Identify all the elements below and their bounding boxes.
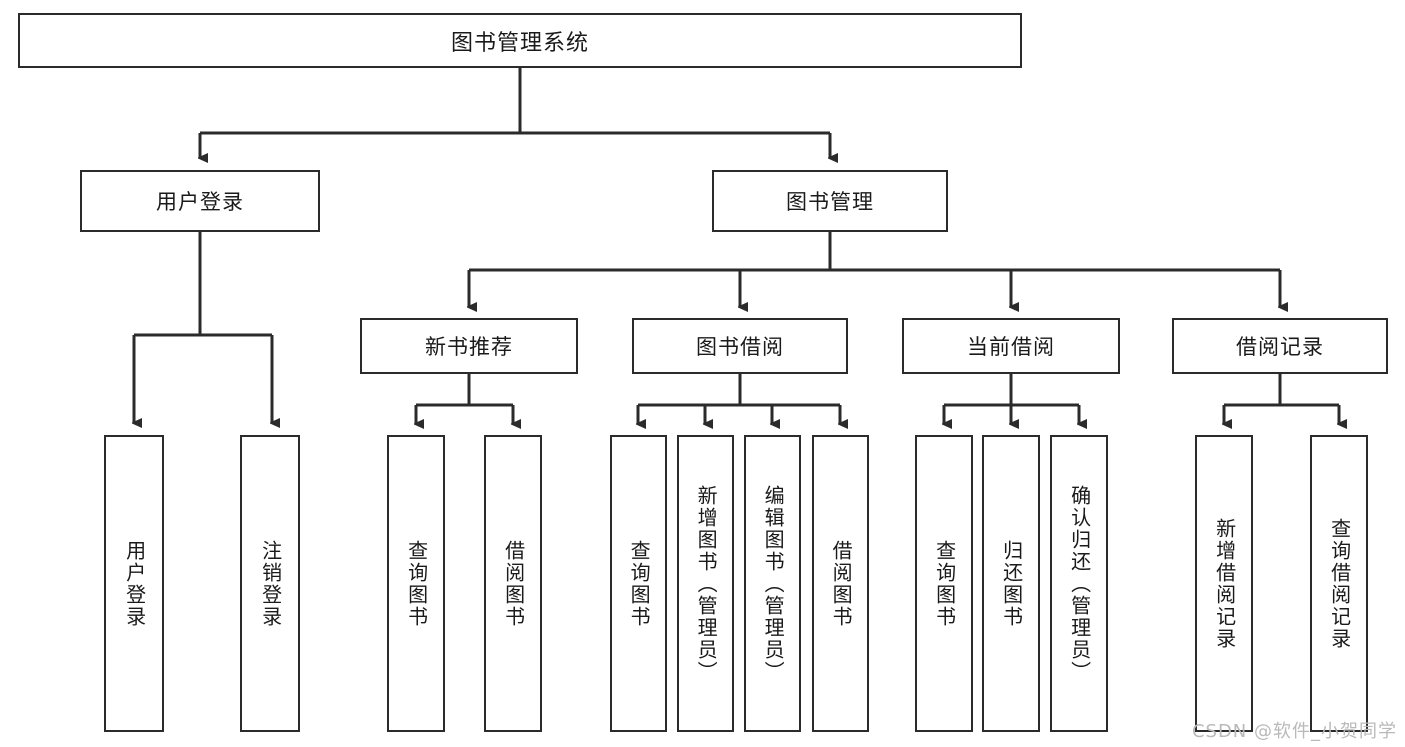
leaf-label: 查询图书 [932,539,957,628]
node-user-login[interactable]: 用户登录 [80,170,320,232]
node-leaf-borrow-book[interactable]: 借阅图书 [812,435,869,732]
node-leaf-add-borrow-record[interactable]: 新增借阅记录 [1195,435,1253,732]
node-current-borrow[interactable]: 当前借阅 [902,318,1120,374]
leaf-label: 归还图书 [999,539,1024,628]
node-leaf-add-book-admin[interactable]: 新增图书（管理员） [677,435,734,732]
leaf-label: 查询图书 [627,539,652,628]
leaf-label: 借阅图书 [501,539,526,628]
node-leaf-query-book-current[interactable]: 查询图书 [915,435,973,732]
leaf-label: 新增借阅记录 [1212,517,1237,650]
leaf-label: 编辑图书（管理员） [761,484,786,683]
node-leaf-confirm-return-admin[interactable]: 确认归还（管理员） [1050,435,1108,732]
node-leaf-borrow-book-rec[interactable]: 借阅图书 [484,435,542,732]
node-borrow-record[interactable]: 借阅记录 [1172,318,1388,374]
node-leaf-query-book-borrow[interactable]: 查询图书 [610,435,667,732]
leaf-label: 查询图书 [404,539,429,628]
leaf-label: 查询借阅记录 [1327,517,1352,650]
node-leaf-return-book[interactable]: 归还图书 [982,435,1040,732]
node-new-book-recommend[interactable]: 新书推荐 [360,318,578,374]
node-leaf-logout[interactable]: 注销登录 [240,435,300,732]
node-leaf-query-borrow-record[interactable]: 查询借阅记录 [1310,435,1368,732]
node-leaf-user-login[interactable]: 用户登录 [104,435,164,732]
node-book-borrow[interactable]: 图书借阅 [632,318,848,374]
leaf-label: 新增图书（管理员） [694,484,719,683]
node-root-system[interactable]: 图书管理系统 [18,13,1022,68]
leaf-label: 确认归还（管理员） [1067,484,1092,683]
leaf-label: 注销登录 [258,539,283,628]
node-leaf-query-book-rec[interactable]: 查询图书 [387,435,445,732]
node-leaf-edit-book-admin[interactable]: 编辑图书（管理员） [744,435,801,732]
node-book-management[interactable]: 图书管理 [712,170,948,232]
csdn-watermark: CSDN @软件_小贺同学 [1191,721,1397,742]
leaf-label: 借阅图书 [829,539,854,628]
leaf-label: 用户登录 [122,539,147,628]
